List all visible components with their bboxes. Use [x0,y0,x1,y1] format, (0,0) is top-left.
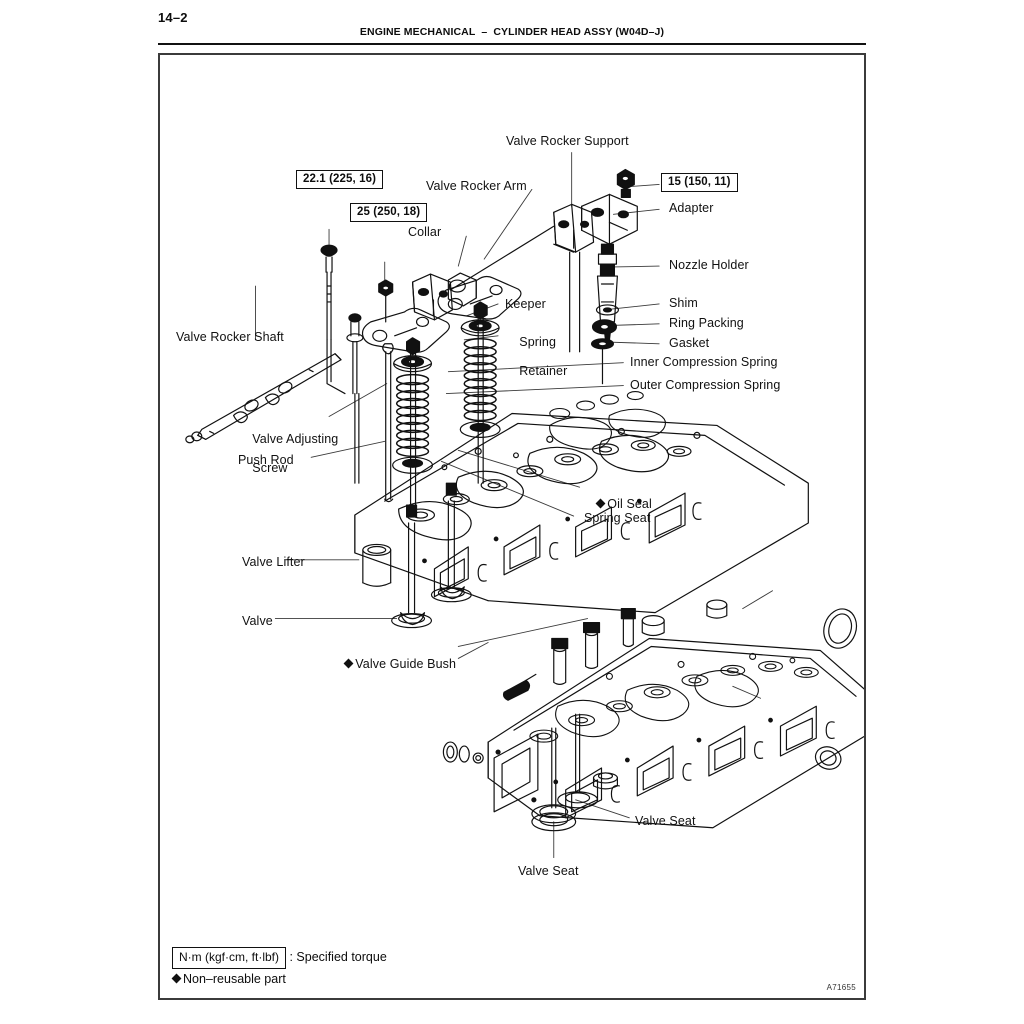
header-separator: – [481,26,488,38]
callout-valve-rocker-support: Valve Rocker Support [506,134,629,148]
figure-legend: N·m (kgf·cm, ft·lbf) : Specified torque … [171,947,387,988]
callout-valve-guide-bush-label: Valve Guide Bush [355,656,457,671]
header-title: ENGINE MECHANICAL–CYLINDER HEAD ASSY (W0… [158,26,866,38]
header-rule [158,43,866,45]
callout-inner-compression-spring: Inner Compression Spring [630,355,778,369]
legend-non-reusable-row: Non–reusable part [171,971,387,988]
legend-torque-unit-box: N·m (kgf·cm, ft·lbf) [172,947,286,969]
header-section: ENGINE MECHANICAL [359,26,476,38]
callout-spring-retainer-line1: Spring [519,334,557,349]
figure-code: A71655 [826,983,856,992]
torque-spec-rocker-support-bolt: 22.1 (225, 16) [296,170,384,189]
non-reusable-diamond-icon [171,973,183,984]
callout-gasket: Gasket [669,336,710,350]
callout-collar: Collar [408,225,442,239]
callout-push-rod: Push Rod [238,453,294,467]
callout-valve-adjusting-screw: Valve Adjusting Screw [238,417,338,490]
torque-spec-nozzle-holder-nut: 15 (150, 11) [661,173,738,192]
callout-adapter: Adapter [669,201,714,215]
callout-nozzle-holder: Nozzle Holder [669,258,749,272]
callout-ring-packing: Ring Packing [669,316,744,330]
page-number: 14–2 [158,10,188,25]
callout-spring-retainer-line2: Retainer [519,363,568,378]
callout-oil-seal: Oil Seal [582,482,652,526]
callout-valve: Valve [242,614,273,628]
callout-valve-guide-bush: Valve Guide Bush [330,642,456,686]
callout-valve-adjusting-screw-line2: Screw [252,460,288,475]
callout-spring-retainer: Spring Retainer [505,320,567,393]
legend-torque-meaning: : Specified torque [289,950,387,964]
callout-keeper: Keeper [505,297,546,311]
page-header: ENGINE MECHANICAL–CYLINDER HEAD ASSY (W0… [158,26,866,44]
callout-outer-compression-spring: Outer Compression Spring [630,378,781,392]
legend-non-reusable-label: Non–reusable part [183,972,286,986]
callout-oil-seal-label: Oil Seal [607,496,652,511]
callout-valve-rocker-shaft: Valve Rocker Shaft [176,330,284,344]
callout-spring-seat: Spring Seat [584,511,651,525]
callout-shim: Shim [669,296,698,310]
callout-valve-seat-lower: Valve Seat [518,864,579,878]
non-reusable-diamond-icon [343,658,355,669]
exploded-view-drawing [160,55,864,998]
torque-spec-rocker-shaft-nut: 25 (250, 18) [350,203,428,222]
callout-valve-seat-upper: Valve Seat [635,814,696,828]
header-subject: CYLINDER HEAD ASSY (W04D–J) [493,26,665,38]
non-reusable-diamond-icon [595,498,607,509]
legend-torque-row: N·m (kgf·cm, ft·lbf) : Specified torque [172,947,387,969]
callout-valve-lifter: Valve Lifter [242,555,305,569]
figure-frame: 22.1 (225, 16) 25 (250, 18) 15 (150, 11)… [158,53,866,1000]
callout-valve-adjusting-screw-line1: Valve Adjusting [252,431,339,446]
callout-valve-rocker-arm: Valve Rocker Arm [426,179,527,193]
